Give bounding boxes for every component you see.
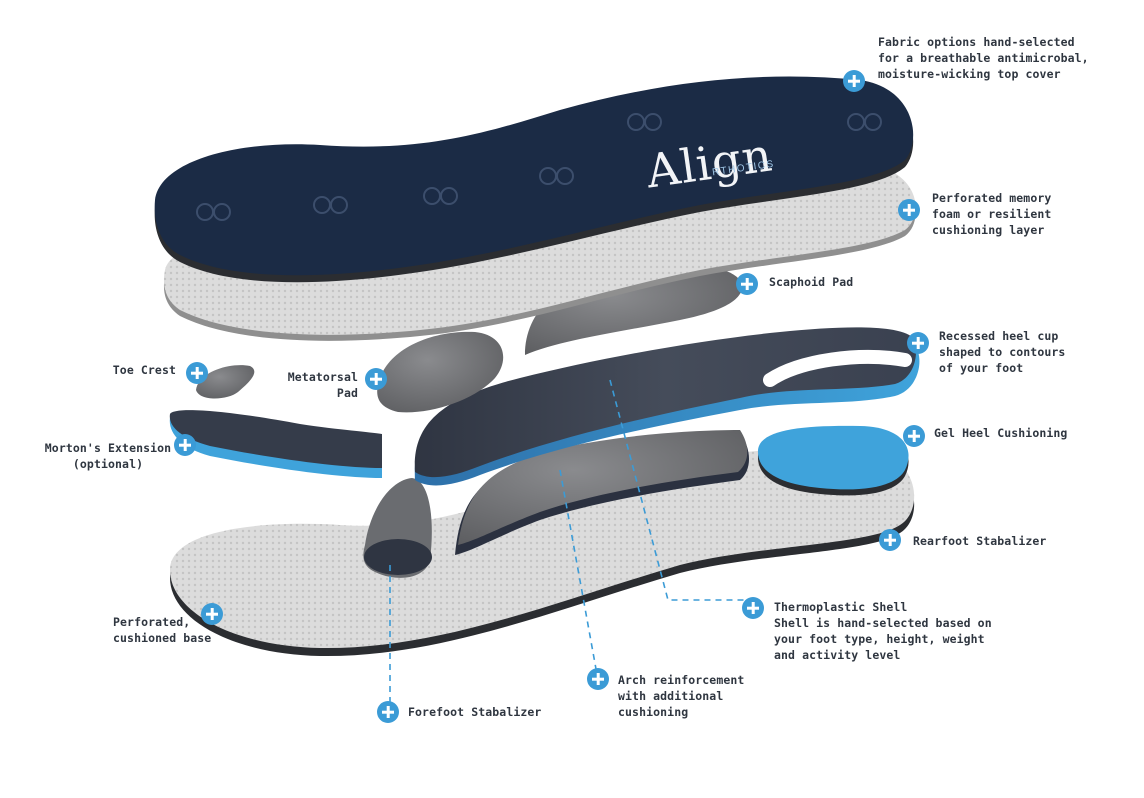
rearfoot-label: Rearfoot Stabalizer	[913, 534, 1047, 548]
forefoot-plus-button[interactable]	[377, 701, 399, 723]
metatarsal-pad	[377, 331, 504, 413]
leader-lines	[389, 379, 748, 712]
toe-crest	[196, 365, 255, 399]
base-plus-button[interactable]	[201, 603, 223, 625]
gelheel-plus-button[interactable]	[903, 425, 925, 447]
arch-reinforcement	[455, 430, 749, 555]
forefoot-label: Forefoot Stabalizer	[408, 705, 542, 719]
mortons-extension	[169, 410, 382, 478]
heelcup-label: Recessed heel cup shaped to contours of …	[939, 329, 1066, 375]
fabric-plus-button[interactable]	[843, 70, 865, 92]
morton-label: Morton's Extension (optional)	[44, 441, 172, 471]
metatarsal-label: Metatorsal Pad	[287, 370, 358, 400]
fabric-label: Fabric options hand-selected for a breat…	[878, 35, 1089, 81]
shell-plus-button[interactable]	[742, 597, 764, 619]
arch-label: Arch reinforcement with additional cushi…	[618, 673, 745, 719]
heelcup-plus-button[interactable]	[907, 332, 929, 354]
cushioned-base	[170, 447, 915, 657]
metatarsal-plus-button[interactable]	[365, 368, 387, 390]
toecrest-label: Toe Crest	[112, 363, 176, 377]
foam-label: Perforated memory foam or resilient cush…	[932, 191, 1052, 237]
morton-plus-button[interactable]	[174, 434, 196, 456]
gel-heel-cushion	[757, 425, 909, 496]
foam-plus-button[interactable]	[898, 199, 920, 221]
toecrest-plus-button[interactable]	[186, 362, 208, 384]
thermoplastic-shell	[414, 327, 920, 486]
gelheel-label: Gel Heel Cushioning	[934, 426, 1068, 440]
forefoot-stabilizer	[363, 478, 432, 578]
scaphoid-plus-button[interactable]	[736, 273, 758, 295]
arch-plus-button[interactable]	[587, 668, 609, 690]
top-cover	[154, 76, 914, 283]
rearfoot-plus-button[interactable]	[879, 529, 901, 551]
base-label: Perforated, cushioned base	[113, 615, 212, 645]
shell-label: Thermoplastic Shell Shell is hand-select…	[774, 600, 992, 662]
scaphoid-label: Scaphoid Pad	[769, 275, 854, 289]
